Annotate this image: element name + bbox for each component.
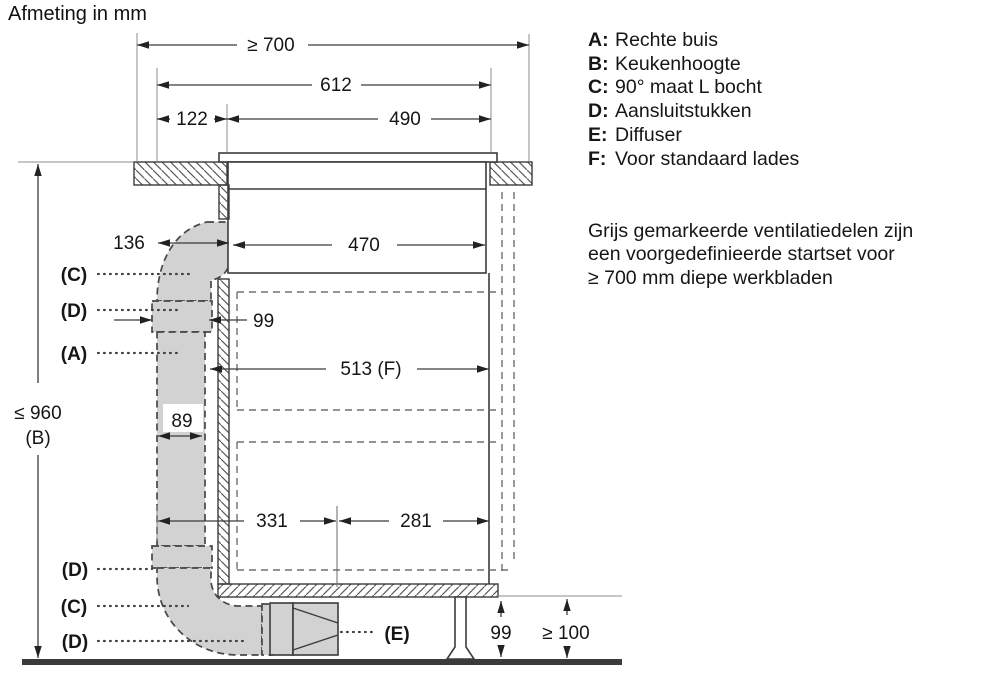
label-elbow-bottom: (C) [61,597,87,618]
dim-bottom-rear-value: 331 [256,511,288,532]
dim-drawer-depth-value: 513 (F) [340,359,401,380]
structure [22,152,622,665]
dim-front-width: 490 [227,109,491,130]
straight-duct [156,331,206,547]
legend-item-b: B:Keukenhoogte [588,52,741,75]
dim-kitchen-height: ≤ 960 (B) [14,164,62,658]
duct-connector-bottom [151,545,213,569]
dim-kitchen-height-value: ≤ 960 [14,403,61,424]
diffuser-vane-top [292,607,339,624]
hob-outlet-connector [218,184,230,220]
dim-kitchen-height-key: (B) [25,428,50,449]
dim-total-depth: ≥ 700 [137,35,529,56]
dim-floor-clearance: ≥ 100 [542,599,590,658]
legend-item-e: E:Diffuser [588,123,682,146]
legend-item-d: D:Aansluitstukken [588,100,752,123]
hob-body [227,161,487,274]
dim-bottom-front-value: 281 [400,511,432,532]
cabinet-dashed-lines [236,192,515,571]
cabinet-rear-panel [217,278,230,585]
diffuser-vane-bottom [292,634,339,651]
diffuser-nozzle [292,602,339,656]
cabinet-bottom-panel [217,583,499,598]
extension-lines [18,33,622,597]
dim-unit-depth-value: 612 [320,75,352,96]
dim-unit-depth: 612 [157,75,491,96]
dim-hob-width: 470 [233,235,485,256]
legend-item-c: C:90° maat L bocht [588,76,762,99]
dim-floor-clearance-value: ≥ 100 [542,623,589,644]
dim-duct-width: 89 [158,404,203,440]
dim-outlet-height: 99 [490,601,512,657]
floor-line [22,659,622,665]
dim-duct-width-mask [163,404,203,432]
dim-elbow-depth: 136 [113,233,229,254]
dim-total-depth-value: ≥ 700 [247,35,294,56]
label-diffuser: (E) [384,624,409,645]
label-straight-duct: (A) [61,344,87,365]
dim-duct-port-width-value: 99 [253,311,274,332]
diffuser [269,602,339,656]
note-line-3: ≥ 700 mm diepe werkbladen [588,266,833,289]
dim-front-width-value: 490 [389,109,421,130]
note-line-1: Grijs gemarkeerde ventilatiedelen zijn [588,220,914,242]
part-labels: (C) (D) (A) (D) (C) (D) (E) [61,265,410,653]
hob-top-plate [218,152,498,163]
elbow-bottom [156,567,263,656]
duct-connector-top [151,300,213,333]
legend-item-f: F:Voor standaard lades [588,147,800,170]
page-title: Afmeting in mm [8,3,147,25]
dim-rear-offset: 122 [157,109,227,130]
note-line-2: een voorgedefinieerde startset voor [588,243,895,266]
dim-duct-width-value: 89 [171,411,192,432]
label-connector-top: (D) [61,301,87,322]
label-elbow-top: (C) [61,265,87,286]
dim-drawer-depth: 513 (F) [210,359,489,380]
cabinet-leg [445,596,476,660]
legend-item-a: A:Rechte buis [588,29,718,51]
worktop-left [133,161,228,186]
note-gray-startset: Grijs gemarkeerde ventilatiedelen zijn e… [588,220,913,290]
dim-hob-width-value: 470 [348,235,380,256]
dim-rear-offset-value: 122 [176,109,208,130]
dim-bottom-rear: 331 [158,511,336,532]
worktop-right [489,161,533,186]
diffuser-body [269,602,294,656]
dim-bottom-front: 281 [339,511,489,532]
label-connector-bottom: (D) [62,560,88,581]
legend: A:Rechte buis B:Keukenhoogte C:90° maat … [588,29,799,171]
dim-outlet-height-value: 99 [490,623,511,644]
dim-elbow-depth-value: 136 [113,233,145,254]
label-connector-outlet: (D) [62,632,88,653]
dim-duct-port-width: 99 [114,311,274,332]
